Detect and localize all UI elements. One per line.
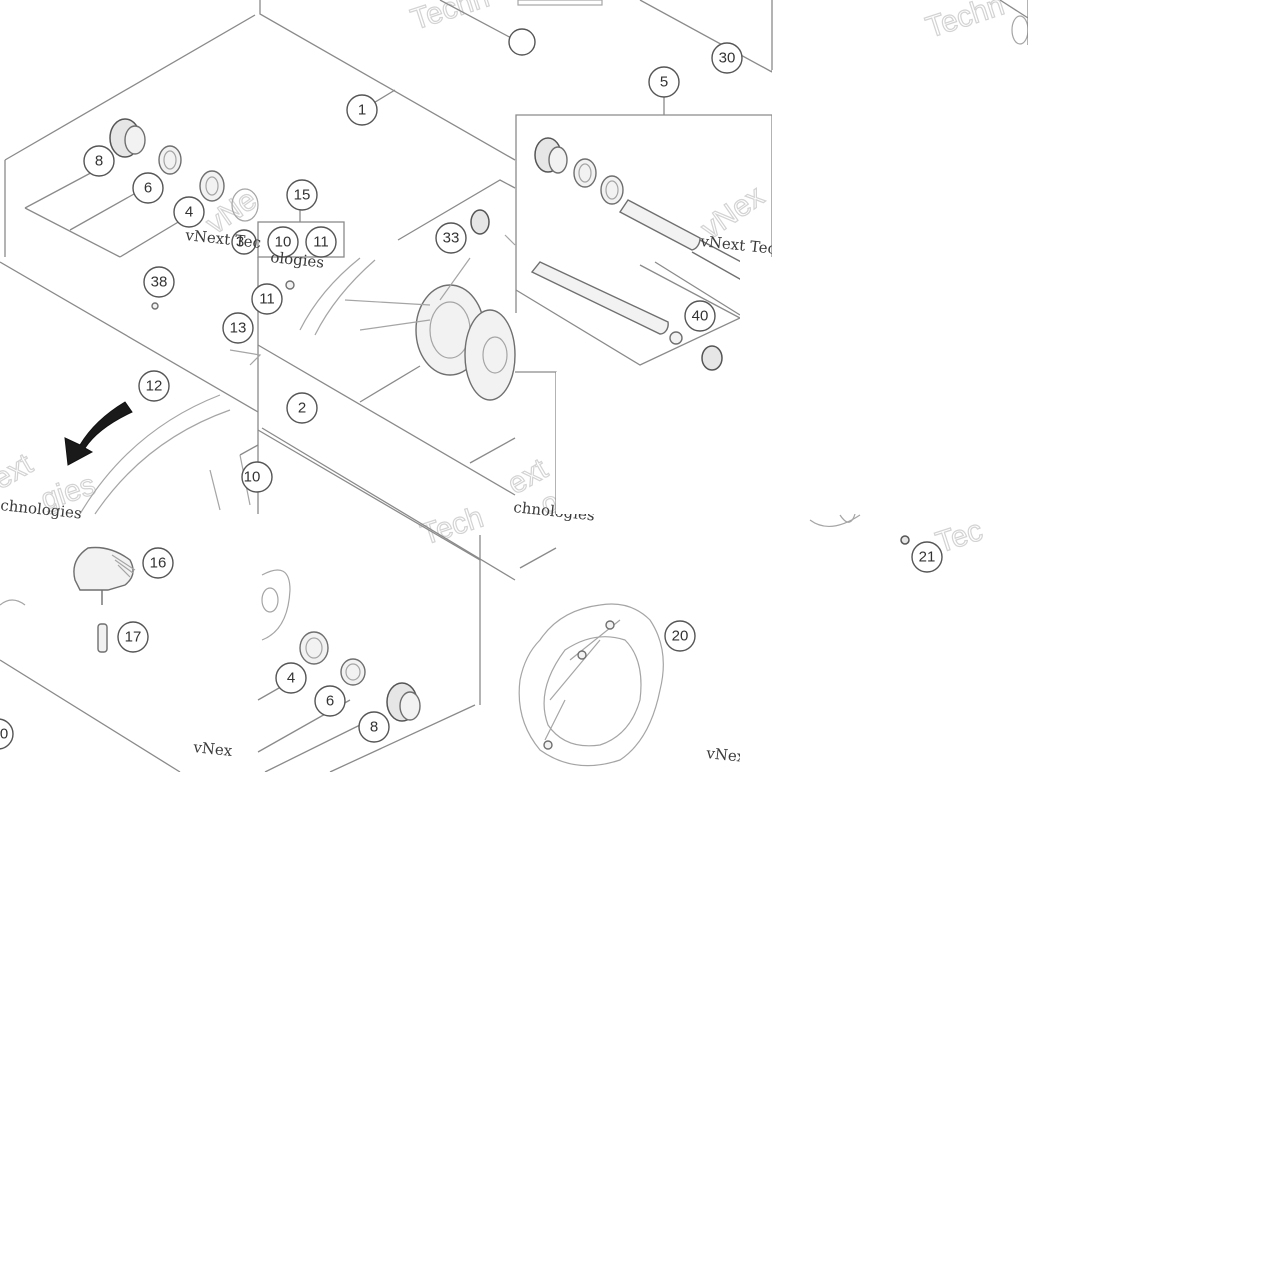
- callout-40: 40: [684, 300, 716, 332]
- svg-text:33: 33: [443, 230, 460, 247]
- watermark-vnext-3: vNex: [192, 738, 234, 760]
- callout-6: 6: [132, 172, 164, 204]
- callout-20: 20: [664, 620, 696, 652]
- callout-8b: 8: [358, 711, 390, 743]
- callout-11: 11: [305, 226, 337, 258]
- svg-text:3: 3: [236, 234, 244, 251]
- svg-text:2: 2: [298, 400, 306, 417]
- svg-text:10: 10: [244, 469, 261, 486]
- tile-axle-assembly: [515, 0, 814, 371]
- callout-13: 13: [222, 312, 254, 344]
- svg-text:6: 6: [326, 693, 334, 710]
- callout-partial-top: [508, 28, 536, 56]
- watermark-ghost-ext: ext: [0, 447, 39, 496]
- svg-text:1: 1: [358, 102, 366, 119]
- callout-8: 8: [83, 145, 115, 177]
- tile-valve-parts: [0, 546, 181, 773]
- callout-6b: 6: [314, 685, 346, 717]
- svg-text:30: 30: [719, 50, 736, 67]
- callout-11b: 11: [251, 283, 283, 315]
- svg-text:6: 6: [144, 180, 152, 197]
- svg-text:8: 8: [370, 719, 378, 736]
- svg-text:17: 17: [125, 629, 142, 646]
- tile-top-right: [999, 0, 1029, 45]
- callout-10-partial: 10: [241, 461, 273, 493]
- tile-brake-disc: [518, 513, 910, 767]
- callout-21: 21: [911, 541, 943, 573]
- svg-text:40: 40: [692, 308, 709, 325]
- svg-text:11: 11: [313, 234, 329, 251]
- svg-text:5: 5: [660, 74, 668, 91]
- callout-2: 2: [286, 392, 318, 424]
- svg-text:16: 16: [150, 555, 167, 572]
- svg-text:12: 12: [146, 378, 163, 395]
- callout-17: 17: [117, 621, 149, 653]
- callout-0-partial: 0: [0, 718, 14, 750]
- svg-text:8: 8: [95, 153, 103, 170]
- callout-1: 1: [346, 94, 378, 126]
- callout-33: 33: [435, 222, 467, 254]
- tile-front-wheel-left: [4, 0, 603, 258]
- callout-5: 5: [648, 66, 680, 98]
- svg-text:38: 38: [151, 274, 168, 291]
- svg-text:4: 4: [185, 204, 193, 221]
- svg-text:20: 20: [672, 628, 689, 645]
- watermark-ghost-tech-2: Techn: [922, 0, 1008, 45]
- callout-10: 10: [267, 226, 299, 258]
- svg-text:15: 15: [294, 187, 311, 204]
- svg-text:11: 11: [259, 291, 275, 308]
- watermark-vnext-4: vNex: [705, 744, 747, 766]
- callout-12: 12: [138, 370, 170, 402]
- svg-text:21: 21: [919, 549, 936, 566]
- callout-4: 4: [173, 196, 205, 228]
- svg-text:13: 13: [230, 320, 247, 337]
- callout-3-partial: 3: [231, 229, 257, 255]
- callout-16: 16: [142, 547, 174, 579]
- watermark-ologies-1: ologies: [270, 248, 325, 272]
- svg-text:4: 4: [287, 670, 295, 687]
- callout-30: 30: [711, 42, 743, 74]
- svg-text:0: 0: [0, 726, 8, 743]
- watermark-vnext-1: vNext Tec: [184, 226, 262, 252]
- callout-38: 38: [143, 266, 175, 298]
- tile-wheel-rim: [0, 257, 557, 581]
- callout-4b: 4: [275, 662, 307, 694]
- callout-15: 15: [286, 179, 318, 211]
- svg-text:10: 10: [275, 234, 292, 251]
